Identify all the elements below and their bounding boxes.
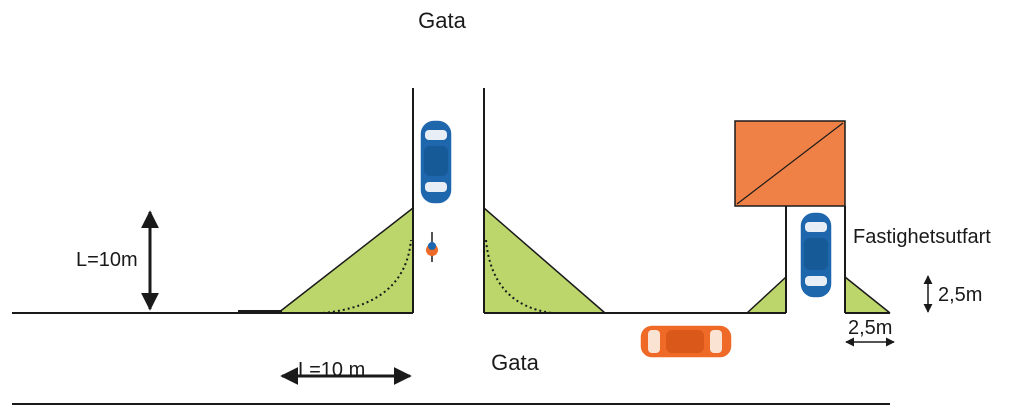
sight-curve-left xyxy=(322,239,412,314)
blue-car-driveway xyxy=(799,211,833,299)
orange-car-street xyxy=(639,324,733,359)
sight-curve-right xyxy=(485,239,553,314)
horizontal-length-label: L=10 m xyxy=(298,359,365,381)
driveway-depth-label: 2,5m xyxy=(938,284,982,306)
blue-car-side-street xyxy=(419,119,453,205)
driveway-label: Fastighetsutfart xyxy=(853,226,991,248)
driveway-width-label: 2,5m xyxy=(848,317,892,339)
bottom-street-label: Gata xyxy=(491,350,539,375)
vertical-length-label: L=10m xyxy=(76,249,138,271)
top-street-label: Gata xyxy=(418,8,466,33)
cyclist-icon xyxy=(426,232,438,262)
